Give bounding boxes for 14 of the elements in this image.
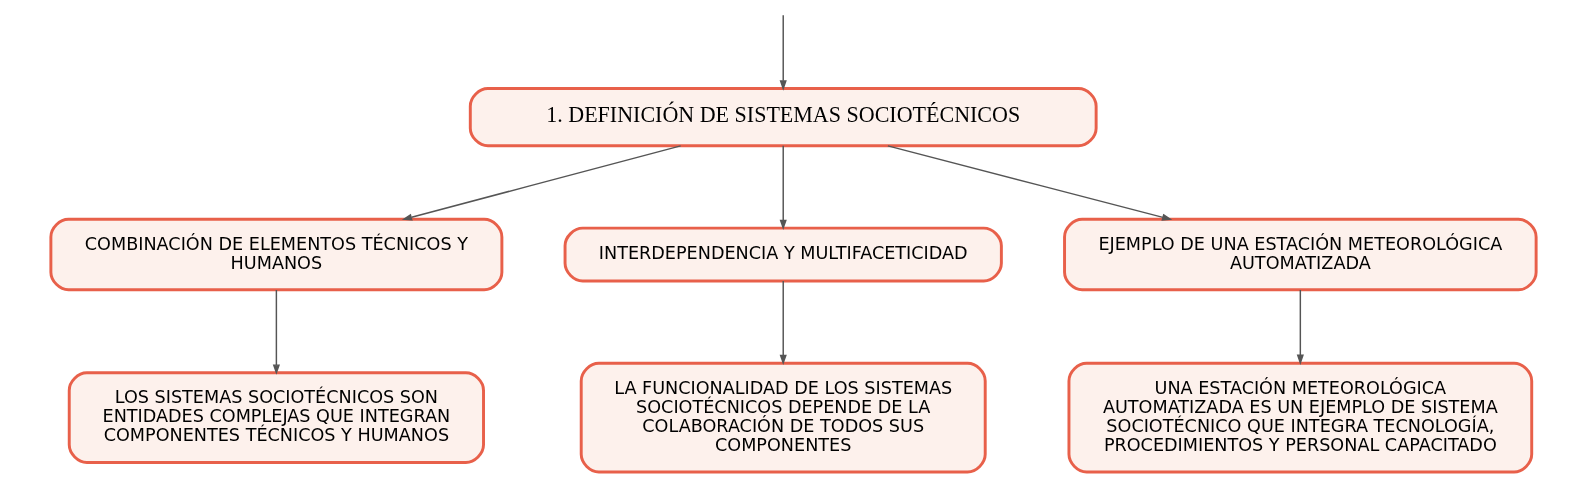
arrow xyxy=(401,145,682,221)
node-box: UNA ESTACIÓN METEOROLÓGICA AUTOMATIZADA ES UN EJEMPLO DE SISTEMA SOCIOTÉCNICO QUE INTEGRA TECNOLOGÍA, PROCEDIMIENTOS Y PERSONAL CAPACITADO xyxy=(1067,361,1534,474)
node-box: INTERDEPENDENCIA Y MULTIFACETICIDAD xyxy=(563,226,1003,283)
arrow xyxy=(779,145,787,230)
node-box: LOS SISTEMAS SOCIOTÉCNICOS SON ENTIDADES COMPLEJAS QUE INTEGRAN COMPONENTES TÉCNICOS Y HUMANOS xyxy=(67,371,485,464)
arrow xyxy=(779,14,787,91)
arrow xyxy=(1296,289,1304,365)
node-box: COMBINACIÓN DE ELEMENTOS TÉCNICOS Y HUMANOS xyxy=(49,217,504,292)
arrow xyxy=(272,289,280,375)
node-box: 1. DEFINICIÓN DE SISTEMAS SOCIOTÉCNICOS xyxy=(468,87,1098,148)
arrow xyxy=(779,280,787,366)
arrow xyxy=(887,145,1173,221)
node-box: EJEMPLO DE UNA ESTACIÓN METEOROLÓGICA AUTOMATIZADA xyxy=(1063,217,1538,292)
node-box: LA FUNCIONALIDAD DE LOS SISTEMAS SOCIOTÉCNICOS DEPENDE DE LA COLABORACIÓN DE TODOS SUS COMPONENTES xyxy=(579,361,987,474)
